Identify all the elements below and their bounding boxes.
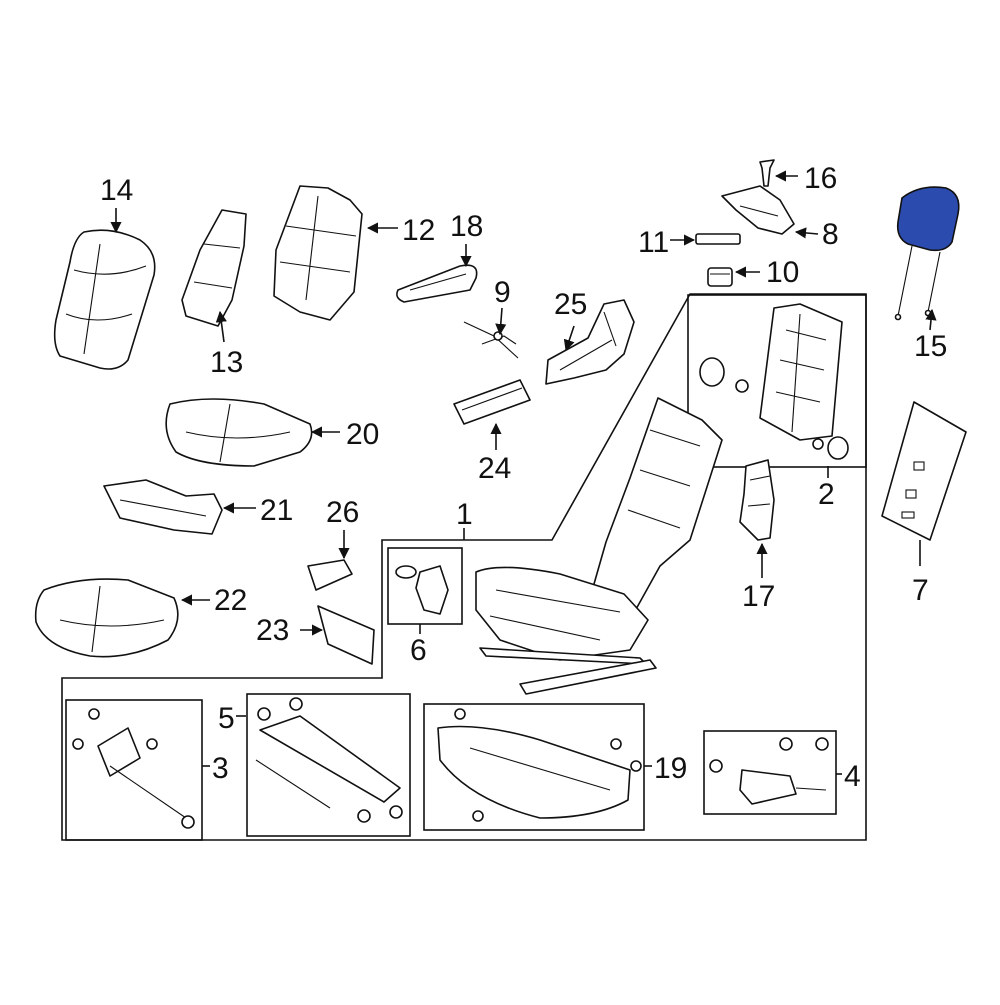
callout-19: 19 xyxy=(654,752,687,785)
callout-26: 26 xyxy=(326,496,359,529)
callout-17: 17 xyxy=(742,580,775,613)
seat-back-pad-part xyxy=(273,185,363,321)
bracket-part xyxy=(739,459,775,541)
box-part-6 xyxy=(387,547,463,625)
box-part-19 xyxy=(423,703,645,831)
callout-10: 10 xyxy=(766,256,799,289)
callout-8: 8 xyxy=(822,218,839,251)
callout-12: 12 xyxy=(402,214,435,247)
motor-part xyxy=(709,737,829,805)
latch-part xyxy=(395,565,449,615)
cable-part xyxy=(463,321,519,359)
box-part-3 xyxy=(65,699,203,841)
callout-3: 3 xyxy=(212,752,229,785)
cushion-frame-part xyxy=(437,708,642,822)
seat-back-cover-part xyxy=(53,229,156,370)
callout-15: 15 xyxy=(914,330,947,363)
screw-part xyxy=(759,159,775,187)
seat-back-heater-part xyxy=(181,209,247,327)
armrest-part xyxy=(396,264,478,303)
callout-5: 5 xyxy=(218,702,235,735)
callout-24: 24 xyxy=(478,452,511,485)
height-adjuster-part xyxy=(72,708,195,829)
clip-part xyxy=(707,267,733,287)
cover-part xyxy=(721,185,795,235)
box-part-4 xyxy=(703,730,837,815)
back-panel-part xyxy=(881,401,967,541)
callout-13: 13 xyxy=(210,346,243,379)
assembly-outline xyxy=(61,293,867,841)
track-part xyxy=(255,697,403,823)
callout-2: 2 xyxy=(818,478,835,511)
callout-18: 18 xyxy=(450,210,483,243)
side-panel-part xyxy=(545,299,635,385)
trim-panel-part xyxy=(317,605,375,665)
callout-14: 14 xyxy=(100,174,133,207)
seat-cushion-cover-part xyxy=(165,398,313,467)
box-part-5 xyxy=(246,693,411,837)
callout-22: 22 xyxy=(214,584,247,617)
seat-frame-part xyxy=(475,397,723,695)
callout-11: 11 xyxy=(638,226,669,259)
small-clip-part xyxy=(307,559,353,591)
guide-part xyxy=(695,233,741,245)
callout-9: 9 xyxy=(494,276,511,309)
callout-20: 20 xyxy=(346,418,379,451)
seat-cushion-pad-part xyxy=(34,578,179,658)
box-part-2 xyxy=(687,294,867,468)
headrest-part xyxy=(894,186,960,321)
callout-1: 1 xyxy=(456,498,473,531)
callout-25: 25 xyxy=(554,288,587,321)
seat-cushion-heater-part xyxy=(103,479,223,535)
callout-7: 7 xyxy=(912,574,929,607)
callout-4: 4 xyxy=(844,760,861,793)
callout-23: 23 xyxy=(256,614,289,647)
callout-16: 16 xyxy=(804,162,837,195)
callout-21: 21 xyxy=(260,494,293,527)
callout-6: 6 xyxy=(410,634,427,667)
frame-panel-part xyxy=(699,303,849,460)
control-module-part xyxy=(453,379,531,425)
